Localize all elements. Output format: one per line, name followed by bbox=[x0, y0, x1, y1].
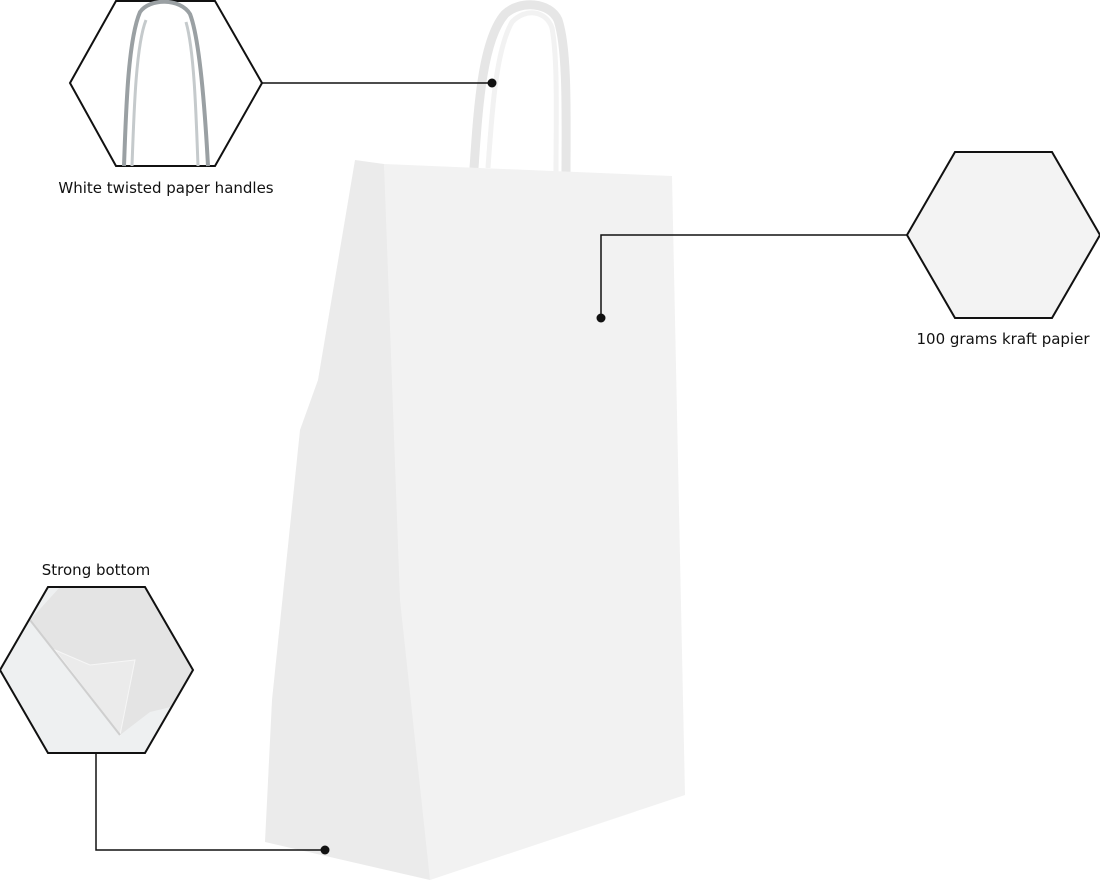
hexagon-paper bbox=[905, 151, 1100, 319]
connector-line bbox=[600, 234, 907, 318]
bottom-detail-image bbox=[0, 587, 193, 753]
bag-handle-back bbox=[485, 10, 559, 177]
connector-line bbox=[95, 753, 325, 851]
bag-handle bbox=[469, 0, 571, 179]
bag-front-panel bbox=[384, 164, 685, 880]
label-bottom: Strong bottom bbox=[41, 561, 151, 579]
connector-dot bbox=[596, 313, 606, 323]
label-handles: White twisted paper handles bbox=[58, 179, 274, 197]
shopping-bag-image bbox=[265, 0, 685, 880]
connector-dot bbox=[320, 845, 330, 855]
label-paper: 100 grams kraft papier bbox=[916, 330, 1090, 348]
bag-side-gusset bbox=[265, 160, 430, 880]
callout-paper bbox=[596, 151, 1100, 323]
hexagon-bottom bbox=[0, 586, 195, 754]
handle-detail-strand bbox=[130, 19, 200, 167]
callout-bottom bbox=[0, 586, 330, 855]
callout-handles bbox=[68, 0, 497, 167]
handle-detail-image bbox=[122, 0, 210, 167]
hexagon-handles bbox=[68, 0, 264, 167]
connector-dot bbox=[487, 78, 497, 88]
